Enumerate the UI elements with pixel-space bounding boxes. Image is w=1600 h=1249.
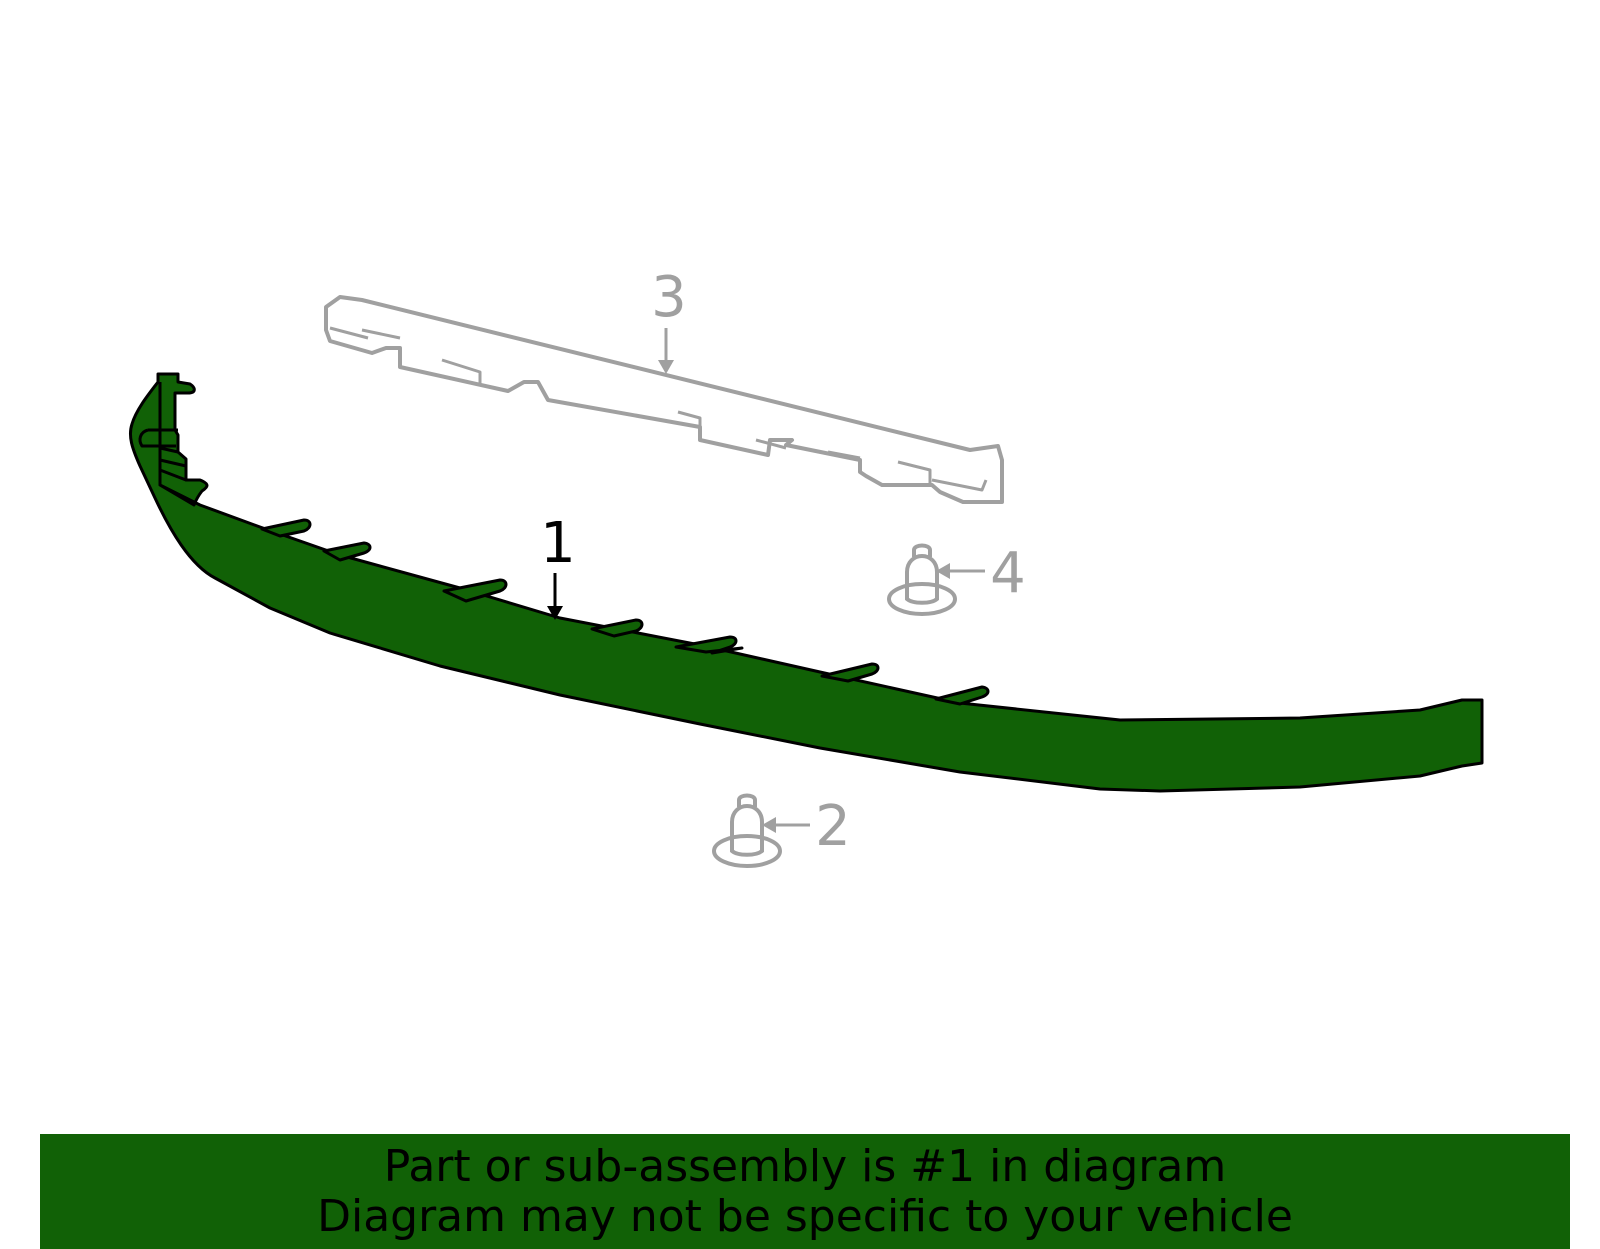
info-banner: Part or sub-assembly is #1 in diagram Di… <box>40 1134 1570 1249</box>
banner-line-2: Diagram may not be specific to your vehi… <box>317 1191 1293 1242</box>
callout-2: 2 <box>815 794 851 859</box>
callout-4: 4 <box>990 541 1026 606</box>
leader-3 <box>658 328 674 374</box>
callout-1: 1 <box>540 511 576 576</box>
part-4-clip <box>887 543 957 616</box>
leader-4 <box>936 563 985 579</box>
part-2-clip <box>712 793 782 868</box>
leader-1 <box>547 573 563 620</box>
leader-2 <box>762 817 810 833</box>
part-3-bracket <box>324 295 1004 504</box>
callout-3: 3 <box>651 265 687 330</box>
banner-line-1: Part or sub-assembly is #1 in diagram <box>383 1141 1227 1192</box>
part-1-valance <box>128 372 1484 793</box>
